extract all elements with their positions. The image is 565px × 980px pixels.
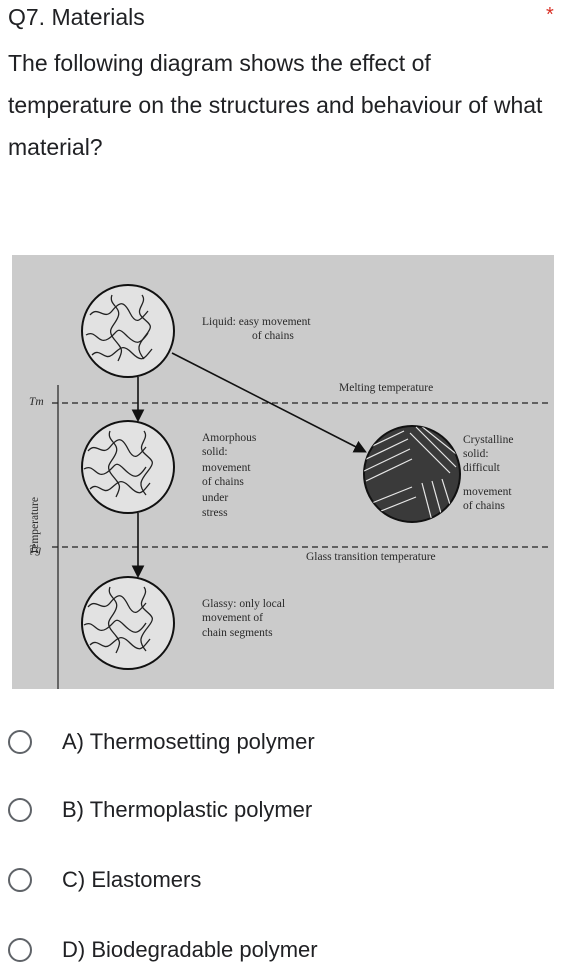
crystalline-label: Crystalline solid: difficult movement of… — [463, 434, 516, 512]
tg-label: Tg — [29, 544, 41, 556]
option-a[interactable]: A) Thermosetting polymer — [0, 712, 565, 772]
radio-button-icon[interactable] — [8, 730, 32, 754]
amorphous-label: Amorphous solid: movement of chains unde… — [202, 432, 259, 519]
option-a-label: A) Thermosetting polymer — [62, 729, 315, 754]
radio-button-icon[interactable] — [8, 938, 32, 962]
melting-temperature-label: Melting temperature — [339, 382, 433, 394]
temperature-axis-label: Temperature — [29, 497, 41, 555]
polymer-temperature-diagram: Temperature Tm Tg — [12, 255, 554, 689]
option-b-label: B) Thermoplastic polymer — [62, 797, 313, 822]
glassy-structure-circle — [81, 576, 175, 670]
radio-button-icon[interactable] — [8, 868, 32, 892]
amorphous-structure-circle — [81, 420, 175, 514]
liquid-label: Liquid: easy movement of chains — [202, 316, 313, 342]
question-text: The following diagram shows the effect o… — [8, 50, 543, 160]
option-c-label: C) Elastomers — [62, 867, 202, 892]
crystalline-structure-circle — [363, 425, 461, 523]
liquid-structure-circle — [81, 284, 175, 378]
option-c[interactable]: C) Elastomers — [0, 850, 565, 910]
tm-label: Tm — [29, 396, 44, 408]
required-asterisk: * — [546, 4, 554, 26]
question-title: Q7. Materials — [8, 4, 145, 30]
option-d[interactable]: D) Biodegradable polymer — [0, 920, 565, 980]
option-d-label: D) Biodegradable polymer — [62, 937, 318, 962]
glass-transition-label: Glass transition temperature — [306, 551, 436, 563]
glassy-label: Glassy: only local movement of chain seg… — [202, 598, 288, 639]
option-b[interactable]: B) Thermoplastic polymer — [0, 780, 565, 840]
radio-button-icon[interactable] — [8, 798, 32, 822]
